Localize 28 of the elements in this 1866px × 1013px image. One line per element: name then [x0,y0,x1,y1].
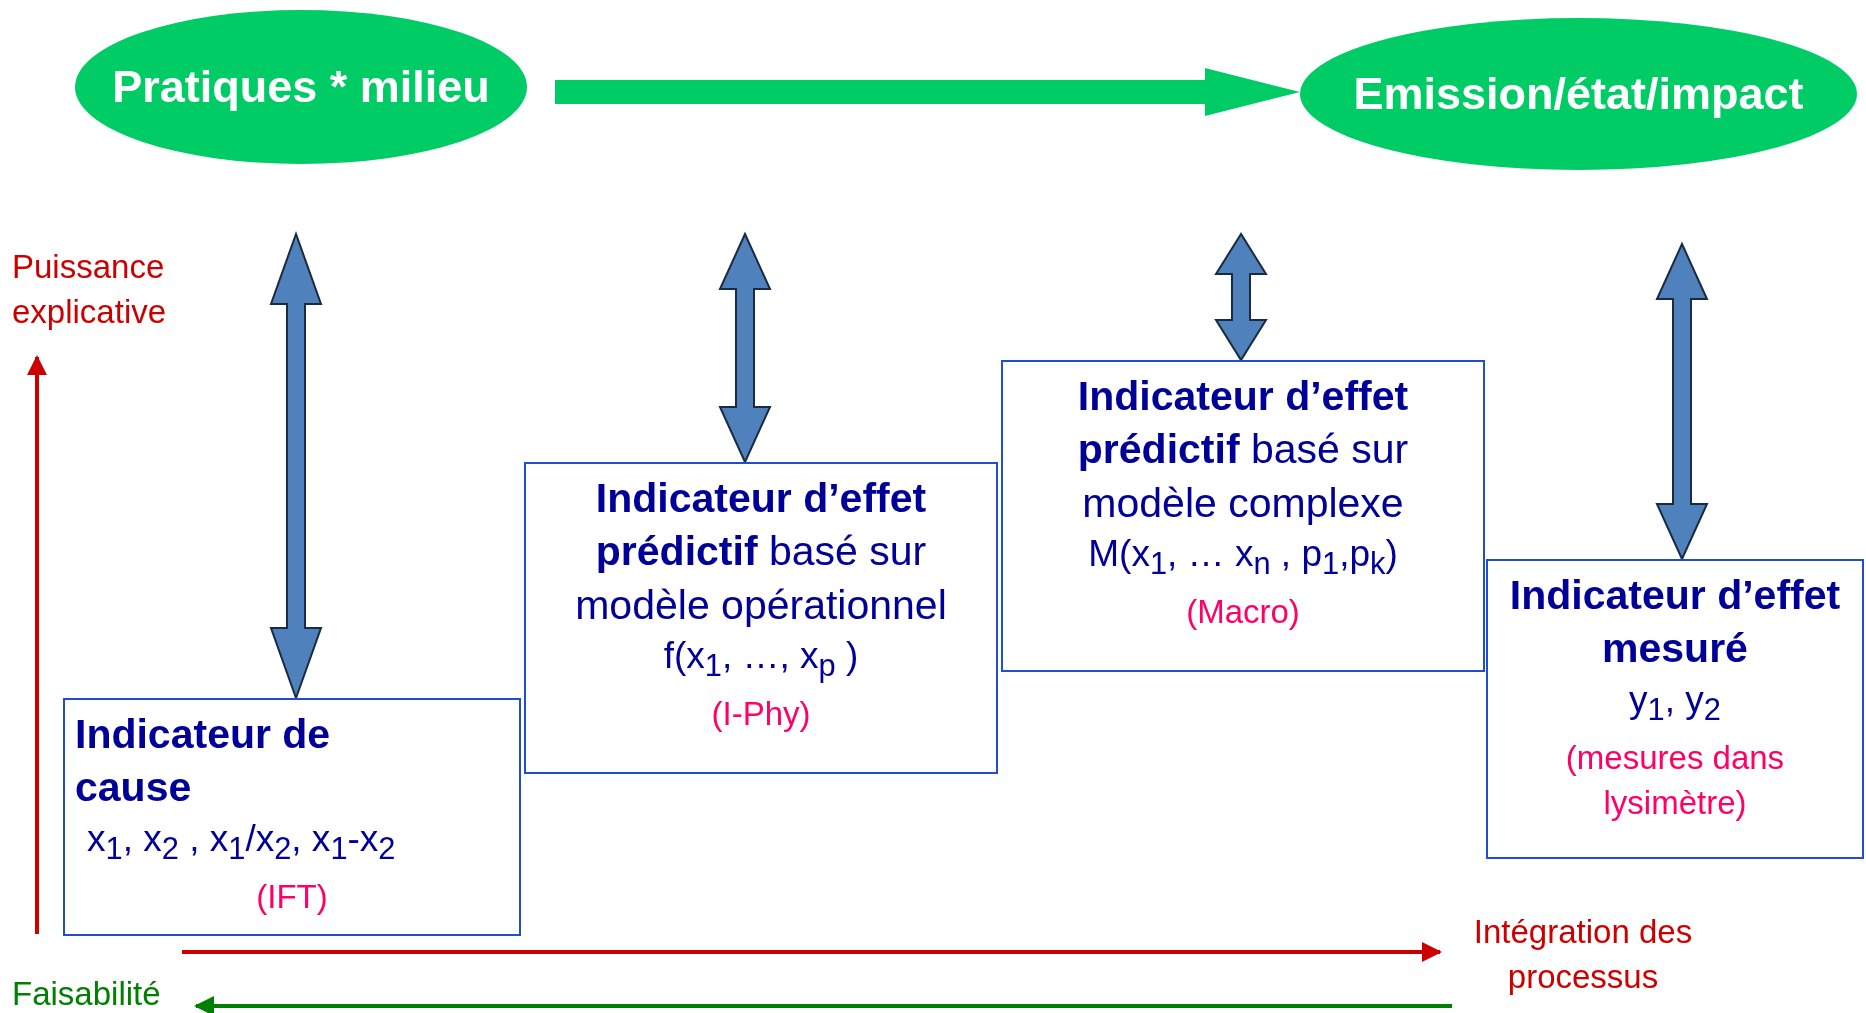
formula-text: x$_{1}$, x$_{2}$ , x$_{1}$/x$_{2}$, x$_{1}$-x$_{2}$ [86,816,397,868]
ellipse-node [1300,18,1857,170]
indicator-box [524,462,998,774]
node-label: Pratiques * milieu [112,61,490,113]
note-text: (mesures dans lysimètre) [1564,738,1786,823]
note-text: (Macro) [1185,592,1301,633]
ellipse-node [75,10,527,164]
formula-text: M(x$_{1}$, … x$_{n}$ , p$_{1}$,p$_{k}$) [1087,531,1399,584]
arrow [555,68,1300,116]
indicator-box [63,698,521,936]
indicator-box [1001,360,1485,672]
double-arrow [1214,232,1268,362]
note-text: (IFT) [255,877,329,918]
box-heading: Indicateur d’effet prédictif basé sur modèle complexe [1076,372,1410,528]
box-heading: Indicateur de cause [75,710,332,813]
double-arrow [1655,241,1709,562]
node-label: Emission/état/impact [1353,68,1804,120]
formula-text: y$_{1}$, y$_{2}$ [1628,677,1722,729]
indicator-box [1486,559,1864,859]
note-text: (I-Phy) [710,694,812,735]
double-arrow [718,231,772,465]
axis-label: Puissance explicative [12,247,168,332]
axis-label: Faisabilité [12,974,162,1013]
double-arrow [269,231,323,701]
axis-label: Intégration des processus [1472,912,1694,997]
formula-text: f(x$_{1}$, …, x$_{p}$ ) [662,633,860,686]
box-heading: Indicateur d’effet mesuré [1508,571,1842,674]
box-heading: Indicateur d’effet prédictif basé sur modèle opérationnel [574,474,948,630]
